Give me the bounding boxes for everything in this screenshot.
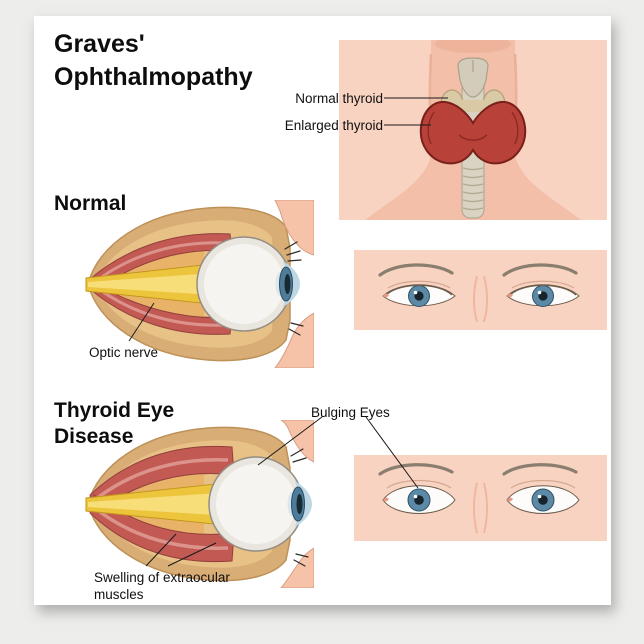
eyebrow bbox=[378, 463, 454, 476]
enlarged-thyroid bbox=[419, 100, 527, 165]
label-enlarged-thyroid: Enlarged thyroid bbox=[284, 118, 383, 133]
eyeball-inner bbox=[216, 464, 296, 544]
eyeball-inner bbox=[204, 244, 284, 324]
eye-highlight bbox=[537, 290, 542, 295]
thyroid-texture bbox=[427, 111, 519, 145]
tear-duct bbox=[507, 293, 513, 298]
pupil bbox=[296, 494, 303, 514]
optic-nerve-highlight bbox=[88, 492, 232, 516]
section-heading-thyroid-eye-disease: Thyroid Eye Disease bbox=[54, 399, 175, 448]
normal-eye-cross-section bbox=[85, 200, 314, 368]
muscle-highlight bbox=[95, 241, 227, 283]
pupil bbox=[284, 274, 291, 294]
bulging-right-eye bbox=[502, 463, 580, 514]
label-swelling-muscles: Swelling of extraocular muscles bbox=[94, 570, 230, 602]
tear-duct bbox=[383, 497, 389, 502]
label-normal-thyroid: Normal thyroid bbox=[295, 91, 383, 106]
eye-highlight bbox=[413, 494, 418, 499]
nose-shading bbox=[483, 482, 488, 534]
lid-crease bbox=[511, 280, 575, 289]
eye-highlight bbox=[537, 494, 542, 499]
tear-duct bbox=[507, 497, 513, 502]
tear-duct bbox=[383, 293, 389, 298]
eyebrow bbox=[378, 263, 454, 277]
bulging-left-eye bbox=[378, 463, 456, 514]
normal-right-eye bbox=[502, 263, 580, 307]
label-bulging-eyes: Bulging Eyes bbox=[311, 405, 390, 420]
nose-shading bbox=[473, 275, 478, 323]
muscle-highlight bbox=[95, 285, 227, 327]
lower-eyelid bbox=[274, 312, 314, 368]
disease-eye-cross-section bbox=[85, 420, 314, 588]
nose-shading bbox=[483, 275, 488, 323]
larynx bbox=[457, 57, 489, 98]
lid-crease bbox=[387, 280, 451, 289]
upper-eyelid bbox=[274, 200, 314, 256]
nose-shading bbox=[473, 482, 478, 534]
normal-left-eye bbox=[378, 263, 456, 307]
label-optic-nerve: Optic nerve bbox=[89, 345, 159, 360]
upper-lid bbox=[509, 284, 577, 296]
normal-front-eyes bbox=[378, 263, 580, 323]
eyebrow bbox=[502, 463, 578, 476]
bulging-front-eyes bbox=[378, 463, 580, 534]
trachea-rings bbox=[462, 167, 484, 211]
thyroid-illustration bbox=[339, 40, 607, 220]
section-heading-normal: Normal bbox=[54, 192, 127, 215]
eye-highlight bbox=[413, 290, 418, 295]
page-title: Graves' Ophthalmopathy bbox=[54, 30, 253, 91]
optic-nerve-highlight bbox=[88, 272, 228, 296]
lid-crease bbox=[510, 479, 576, 489]
eyelashes bbox=[284, 241, 304, 336]
eyebrow bbox=[502, 263, 578, 277]
retracted-lower-eyelid bbox=[280, 547, 314, 588]
poster: Graves' Ophthalmopathy Normal thyroid En… bbox=[34, 16, 611, 605]
upper-lid bbox=[385, 284, 453, 296]
chin-shadow bbox=[435, 40, 511, 53]
disease-front-eyes-panel bbox=[354, 455, 607, 541]
normal-front-eyes-panel bbox=[354, 250, 607, 330]
muscle-highlight bbox=[94, 458, 229, 501]
